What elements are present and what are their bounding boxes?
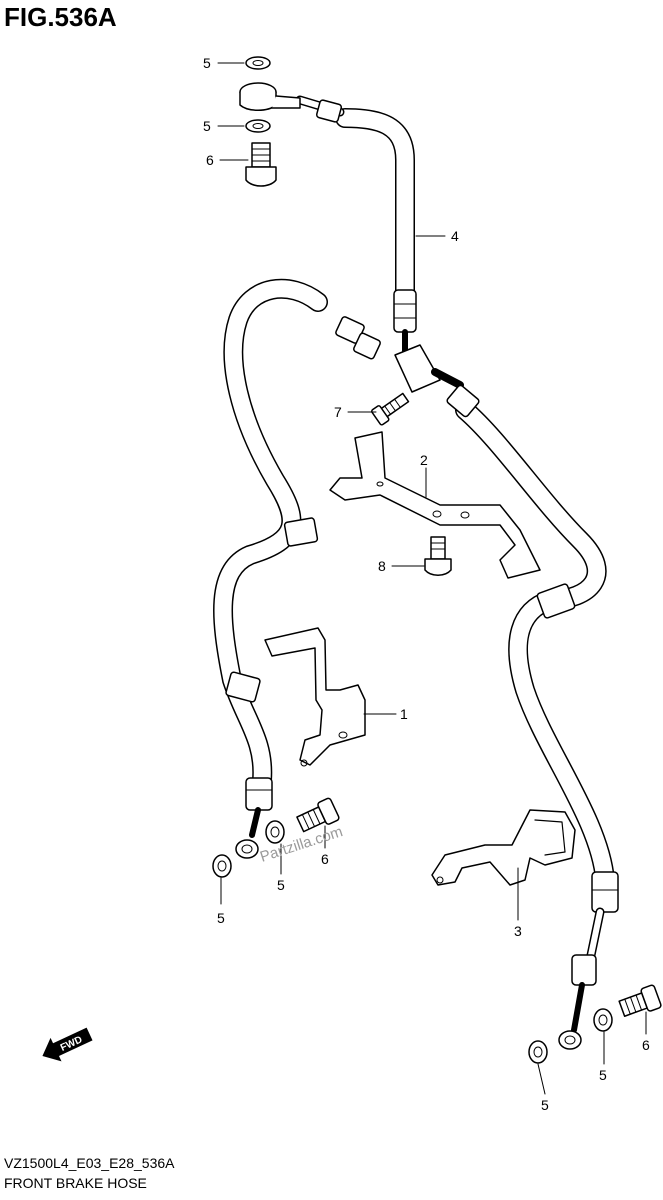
- union-bolt-6-top: [245, 142, 277, 187]
- three-way-joint: [394, 344, 464, 393]
- washer-5-left-2: [265, 820, 285, 844]
- union-bolt-6-right: [618, 984, 662, 1017]
- washer-5-top-2: [245, 119, 271, 133]
- callout-5-right-2: 5: [599, 1067, 607, 1083]
- bracket-2: [329, 431, 541, 579]
- hose-right: [446, 384, 619, 1033]
- banjo-fitting-left: [235, 839, 259, 859]
- callout-2: 2: [420, 452, 428, 468]
- bracket-1: [264, 627, 366, 767]
- callout-5-top-1: 5: [203, 55, 211, 71]
- callout-8: 8: [378, 558, 386, 574]
- callout-5-left-1: 5: [217, 910, 225, 926]
- model-code: VZ1500L4_E03_E28_536A: [4, 1155, 175, 1171]
- callout-6-left: 6: [321, 851, 329, 867]
- washer-5-right-2: [593, 1008, 613, 1032]
- washer-5-left-1: [212, 854, 232, 878]
- callout-1: 1: [400, 706, 408, 722]
- bracket-3: [431, 809, 576, 886]
- washer-5-right-1: [528, 1040, 548, 1064]
- bolt-7: [371, 392, 410, 426]
- callout-6-top: 6: [206, 152, 214, 168]
- callout-5-right-1: 5: [541, 1097, 549, 1113]
- union-bolt-6-left: [296, 797, 340, 833]
- callout-3: 3: [514, 923, 522, 939]
- bolt-8: [424, 536, 452, 576]
- callout-6-right: 6: [642, 1037, 650, 1053]
- callout-5-left-2: 5: [277, 877, 285, 893]
- leader-lines: [217, 62, 647, 1095]
- washer-5-top-1: [245, 56, 271, 70]
- banjo-fitting-right: [558, 1030, 582, 1050]
- banjo-fitting-top: [239, 82, 301, 111]
- figure-title: FIG.536A: [4, 2, 117, 32]
- diagram-caption: FRONT BRAKE HOSE: [4, 1175, 147, 1191]
- hose-left: [213, 278, 381, 838]
- callout-5-top-2: 5: [203, 118, 211, 134]
- fwd-arrow-icon: FWD: [42, 1027, 93, 1062]
- fwd-label: FWD: [59, 1034, 84, 1054]
- hose-4: [295, 95, 421, 373]
- callout-4: 4: [451, 228, 459, 244]
- callout-7: 7: [334, 404, 342, 420]
